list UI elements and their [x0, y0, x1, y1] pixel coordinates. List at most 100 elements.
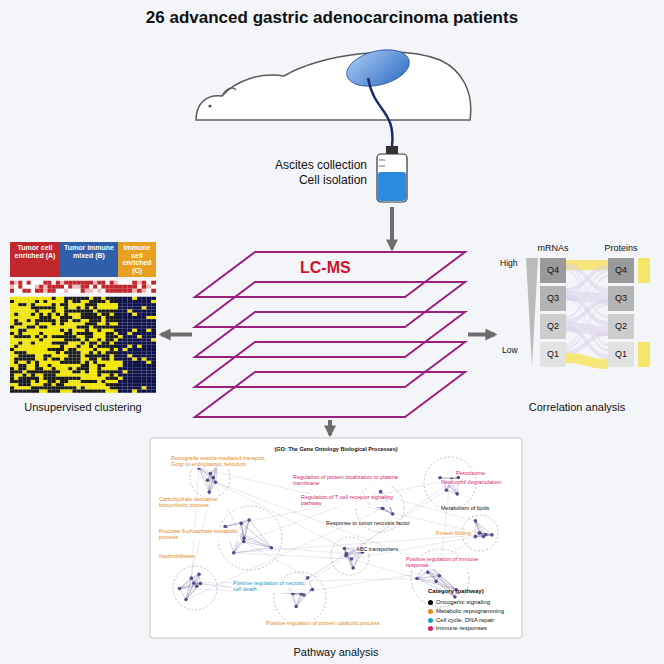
heatmap-cell [118, 322, 123, 325]
title: 26 advanced gastric adenocarcinoma patie… [0, 8, 664, 28]
heatmap-cell [31, 306, 35, 309]
heatmap-cell [137, 319, 142, 322]
annotation-cell [52, 289, 56, 293]
heatmap-cell [64, 300, 68, 303]
heatmap-cell [31, 390, 35, 393]
heatmap-cell [81, 386, 85, 389]
heatmap-cell [52, 332, 56, 335]
heatmap-cell [72, 326, 76, 329]
annotation-cell [48, 281, 52, 285]
heatmap-cell [147, 377, 152, 380]
heatmap-cell [110, 361, 114, 364]
heatmap-cell [10, 332, 14, 335]
heatmap-cell [132, 386, 137, 389]
heatmap-cell [114, 374, 118, 377]
heatmap-cell [39, 354, 43, 357]
heatmap-cell [23, 297, 27, 300]
heatmap-cell [123, 310, 128, 313]
heatmap-cell [39, 377, 43, 380]
heatmap-cell [85, 361, 89, 364]
heatmap-cell [132, 342, 137, 345]
annotation-cell [10, 285, 14, 289]
heatmap-cell [35, 345, 39, 348]
heatmap-cell [137, 351, 142, 354]
quartile-label: Q2 [608, 314, 634, 339]
network-edge [191, 468, 199, 578]
heatmap-cell [14, 377, 18, 380]
network-node [199, 582, 203, 586]
heatmap-cell [23, 377, 27, 380]
quartile-label: Q4 [540, 258, 566, 283]
heatmap-cell [56, 374, 60, 377]
annotation-cell [106, 281, 110, 285]
heatmap-cell [128, 390, 133, 393]
annotation-cell [68, 281, 72, 285]
heatmap-cell [101, 313, 105, 316]
heatmap-cell [60, 351, 64, 354]
heatmap-cell [97, 313, 101, 316]
heatmap-cell [114, 338, 118, 341]
annotation-cell [56, 285, 60, 289]
heatmap-cell [110, 377, 114, 380]
network-node [474, 535, 478, 539]
annotation-cell [14, 285, 18, 289]
quartile-label: Q3 [608, 286, 634, 311]
heatmap-cell [60, 348, 64, 351]
heatmap-cell [35, 351, 39, 354]
heatmap-cell [43, 370, 47, 373]
heatmap-cell [35, 338, 39, 341]
heatmap-cell [72, 342, 76, 345]
heatmap-cell [151, 316, 156, 319]
annotation-cell [137, 285, 142, 289]
annotation-cell [68, 289, 72, 293]
heatmap-cell [110, 358, 114, 361]
heatmap-cell [110, 390, 114, 393]
ms-layer [195, 282, 465, 327]
network-edge [241, 523, 271, 547]
heatmap-cell [18, 316, 22, 319]
heatmap-cell [123, 358, 128, 361]
heatmap-cell [60, 316, 64, 319]
column-header: Proteins [596, 243, 646, 253]
heatmap-cell [93, 364, 97, 367]
network-node [379, 490, 383, 494]
heatmap-cell [110, 297, 114, 300]
ground-line [196, 120, 470, 121]
heatmap-cell [137, 316, 142, 319]
heatmap-cell [31, 380, 35, 383]
heatmap-cell [64, 386, 68, 389]
heatmap-cell [64, 313, 68, 316]
heatmap-cell [39, 300, 43, 303]
heatmap-cell [27, 306, 31, 309]
heatmap-cell [106, 354, 110, 357]
heatmap-cell [89, 316, 93, 319]
annotation-cell [89, 285, 93, 289]
annotation-cell [97, 289, 101, 293]
heatmap-cell [68, 322, 72, 325]
heatmap-cell [128, 386, 133, 389]
heatmap-cell [68, 319, 72, 322]
heatmap-cell [147, 348, 152, 351]
heatmap-cell [85, 351, 89, 354]
heatmap-cell [72, 374, 76, 377]
heatmap-cell [97, 316, 101, 319]
heatmap-cell [151, 319, 156, 322]
heatmap-cell [72, 322, 76, 325]
heatmap-cell [142, 332, 147, 335]
heatmap-cell [77, 338, 81, 341]
heatmap-cell [72, 306, 76, 309]
annotation-cell [110, 289, 114, 293]
heatmap-cell [77, 374, 81, 377]
pathway-label: Regulation of protein localization to pl… [292, 474, 404, 487]
heatmap-cell [132, 383, 137, 386]
legend-text: Oncogenic signaling [436, 599, 490, 605]
heatmap-cell [151, 335, 156, 338]
heatmap-cell [48, 377, 52, 380]
heatmap-cell [151, 326, 156, 329]
heatmap-cell [56, 364, 60, 367]
heatmap-cell [56, 367, 60, 370]
heatmap-cell [114, 383, 118, 386]
heatmap-cell [52, 386, 56, 389]
pathway-label: Metabolism of lipids [440, 505, 490, 511]
heatmap-cell [77, 335, 81, 338]
